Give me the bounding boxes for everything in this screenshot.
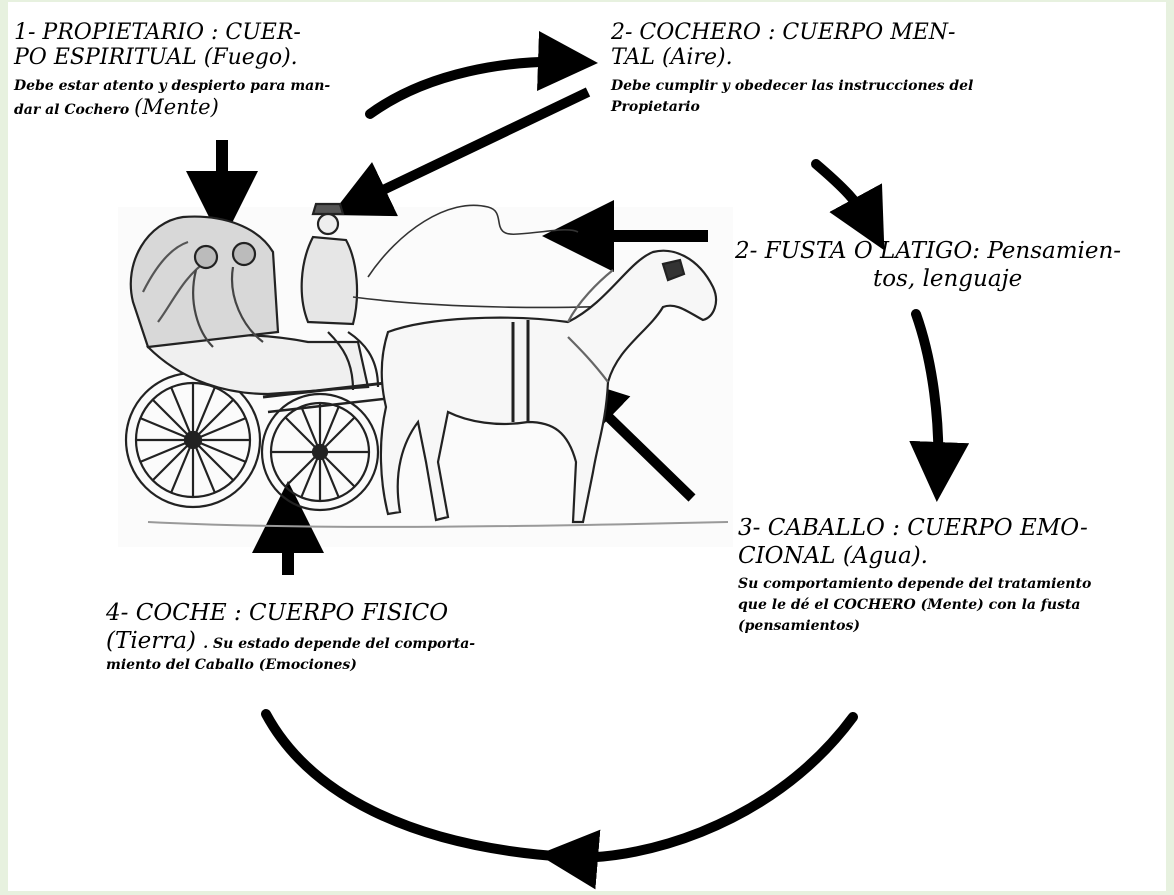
caballo-title-line1: 3- CABALLO : CUERPO EMO-	[738, 515, 1088, 541]
caballo-desc-line2: que le dé el COCHERO (Mente) con la fust…	[738, 597, 1081, 613]
arrow-fusta-to-caballo	[909, 309, 970, 502]
propietario-title-line2: PO ESPIRITUAL (Fuego).	[14, 45, 298, 70]
front-wheel-icon	[260, 392, 380, 512]
diagram-canvas: 1- PROPIETARIO : CUER- PO ESPIRITUAL (Fu…	[8, 2, 1166, 891]
fusta-title-line2: tos, lenguaje	[873, 266, 1023, 292]
cochero-title-line1: 2- COCHERO : CUERPO MEN-	[611, 20, 956, 45]
coche-title-line1: 4- COCHE : CUERPO FISICO	[106, 600, 449, 626]
pointer-arrows	[186, 87, 708, 575]
propietario-desc-prefix: dar al Cochero	[14, 102, 135, 118]
arrow-bottom-cycle-left	[261, 709, 573, 862]
propietario-desc-mente: (Mente)	[134, 95, 219, 119]
fusta-title-line1: 2- FUSTA O LATIGO: Pensamien-	[735, 238, 1122, 264]
coche-title-line2: (Tierra) . Su estado depende del comport…	[106, 627, 475, 655]
node-coche: 4- COCHE : CUERPO FISICO (Tierra) . Su e…	[106, 599, 475, 676]
cochero-title-line2: TAL (Aire).	[611, 45, 733, 70]
propietario-title-line1: 1- PROPIETARIO : CUER-	[14, 20, 301, 45]
caballo-desc-line1: Su comportamiento depende del tratamient…	[738, 576, 1092, 592]
arrow-bottom-cycle	[538, 712, 858, 890]
caballo-title-line2: CIONAL (Agua).	[738, 543, 928, 569]
coche-desc-line1: . Su estado depende del comporta-	[203, 636, 476, 652]
propietario-desc-line2: dar al Cochero (Mente)	[14, 97, 330, 121]
carriage-illustration	[124, 202, 729, 528]
node-cochero: 2- COCHERO : CUERPO MEN- TAL (Aire). Deb…	[611, 20, 973, 118]
cycle-arrows	[261, 31, 970, 890]
coche-tierra: (Tierra)	[106, 628, 204, 654]
cochero-desc-line2: Propietario	[611, 99, 700, 115]
coche-desc-line2: miento del Caballo (Emociones)	[106, 657, 357, 673]
caballo-desc-line3: (pensamientos)	[738, 618, 860, 634]
cochero-desc-line1: Debe cumplir y obedecer las instruccione…	[611, 78, 974, 94]
propietario-desc-line1: Debe estar atento y despierto para man-	[14, 78, 331, 94]
arrow-propietario-to-cochero	[365, 31, 598, 119]
arrow-to-coachman	[330, 87, 591, 217]
arrow-cochero-to-fusta	[811, 159, 885, 251]
node-fusta: 2- FUSTA O LATIGO: Pensamien- tos, lengu…	[735, 237, 1121, 293]
diagram-graphics	[124, 31, 970, 890]
node-propietario: 1- PROPIETARIO : CUER- PO ESPIRITUAL (Fu…	[14, 20, 330, 121]
node-caballo: 3- CABALLO : CUERPO EMO- CIONAL (Agua). …	[738, 514, 1091, 637]
